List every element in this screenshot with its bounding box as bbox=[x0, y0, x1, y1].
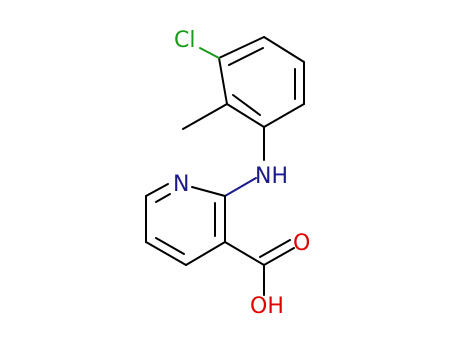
carboxyl-group bbox=[224, 239, 295, 296]
hydroxyl-label: OH bbox=[250, 294, 284, 319]
pyridine-ring bbox=[145, 183, 226, 266]
amine-nitrogen-label: NH bbox=[255, 164, 288, 189]
pyridine-nitrogen-label: N bbox=[173, 172, 189, 197]
benzene-ring bbox=[218, 36, 305, 128]
chlorine-label: Cl bbox=[174, 28, 195, 53]
amine-pyridine-bond bbox=[224, 177, 257, 197]
chloro-bond bbox=[199, 47, 220, 59]
carbonyl-oxygen-label: O bbox=[293, 231, 310, 256]
methyl-bond bbox=[182, 103, 228, 130]
